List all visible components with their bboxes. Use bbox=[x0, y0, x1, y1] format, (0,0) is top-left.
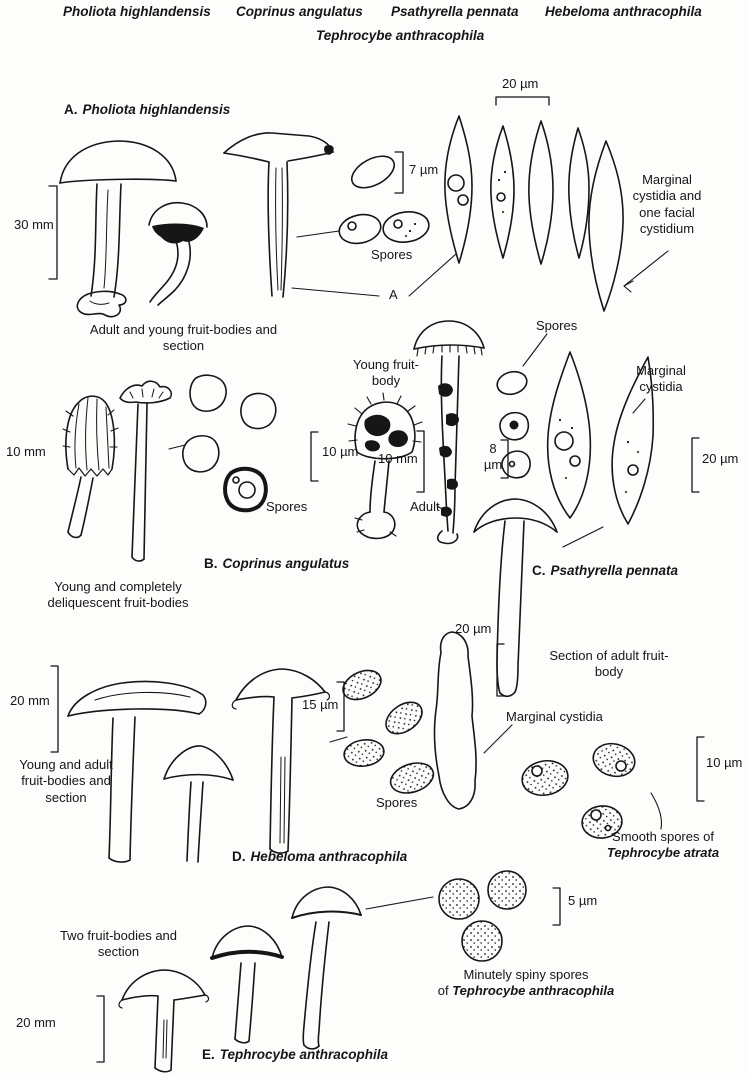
figure-e-species: Tephrocybe anthracophila bbox=[219, 1047, 389, 1062]
figure-e-leader-lines bbox=[365, 896, 434, 910]
scale-label-30mm-a: 30 mm bbox=[14, 217, 54, 232]
figure-d-species: Hebeloma anthracophila bbox=[250, 849, 408, 864]
figure-c-title: C. Psathyrella pennata bbox=[532, 563, 678, 580]
figure-e-spores-caption-line1: Minutely spiny spores bbox=[463, 967, 589, 982]
figure-c-spores-label: Spores bbox=[536, 318, 578, 333]
figure-e-spores-species: Tephrocybe anthracophila bbox=[452, 983, 615, 999]
figure-d-scale-bars bbox=[50, 665, 705, 802]
header-species-coprinus: Coprinus angulatus bbox=[236, 4, 363, 19]
scale-label-20mm-d: 20 mm bbox=[10, 693, 50, 708]
scale-label-20um-a: 20 µm bbox=[502, 76, 539, 91]
scale-label-8um-c: 8 µm bbox=[483, 441, 503, 473]
figure-a-leader-lines bbox=[291, 230, 669, 297]
figure-a-pointer-letter: A bbox=[389, 287, 398, 302]
scale-label-20um-c-right: 20 µm bbox=[702, 451, 739, 466]
figure-a-spores-label: Spores bbox=[371, 247, 413, 262]
figure-d-cystidia-label: Marginal cystidia bbox=[506, 709, 603, 724]
figure-a-scale-bars bbox=[48, 96, 550, 280]
figure-b-spores-label: Spores bbox=[266, 499, 308, 514]
figure-d-atrata-caption-line1: Smooth spores of bbox=[612, 829, 714, 844]
figure-c-section-caption: Section of adult fruit-body bbox=[549, 648, 669, 680]
figure-c-young-fruit-body bbox=[347, 392, 423, 540]
scale-label-10um-b: 10 µm bbox=[322, 444, 359, 459]
figure-e-spores-caption-prefix: of bbox=[437, 983, 449, 999]
figure-d-letter: D. bbox=[232, 849, 246, 864]
header-species-tephrocybe: Tephrocybe anthracophila bbox=[316, 28, 485, 43]
figure-d-leader-lines bbox=[329, 724, 663, 830]
figure-b-deliquescent-fruit-body bbox=[119, 380, 173, 562]
figure-b-young-fruit-body bbox=[62, 395, 119, 539]
figure-c-adult-label: Adult bbox=[410, 499, 440, 514]
header-species-pholiota: Pholiota highlandensis bbox=[63, 4, 211, 19]
figure-a-letter: A. bbox=[64, 102, 78, 117]
scale-label-5um-e: 5 µm bbox=[568, 893, 598, 908]
figure-e-title: E. Tephrocybe anthracophila bbox=[202, 1047, 388, 1064]
scale-label-20mm-e: 20 mm bbox=[16, 1015, 56, 1030]
figure-e-fruit-body-2 bbox=[291, 886, 362, 1050]
figure-e-scale-bars bbox=[96, 887, 561, 1063]
header-species-hebeloma: Hebeloma anthracophila bbox=[545, 4, 702, 19]
figure-d-section-drawing bbox=[231, 668, 331, 854]
figure-d-atrata-spores bbox=[521, 742, 636, 839]
figure-e-section-drawing bbox=[118, 969, 210, 1073]
figure-a-cystidia bbox=[444, 115, 624, 312]
figure-a-caption: Adult and young fruit-bodies and section bbox=[89, 322, 278, 354]
figure-a-section-drawing bbox=[223, 132, 334, 298]
scale-label-15um-d: 15 µm bbox=[302, 697, 339, 712]
figure-a-title: A. Pholiota highlandensis bbox=[64, 102, 230, 119]
figure-b-species: Coprinus angulatus bbox=[222, 556, 350, 571]
figure-c-cystidia-label: Marginal cystidia bbox=[636, 363, 686, 395]
figure-c-cystidia bbox=[546, 351, 655, 525]
figure-b-title: B. Coprinus angulatus bbox=[204, 556, 349, 573]
figure-b-scale-bars bbox=[168, 431, 319, 482]
figure-d-spores bbox=[342, 669, 435, 794]
figure-e-caption: Two fruit-bodies and section bbox=[59, 928, 178, 960]
figure-c-leader-lines bbox=[436, 333, 646, 548]
figure-a-cystidia-note: Marginal cystidia and one facial cystidi… bbox=[632, 172, 702, 236]
figure-e-spores-caption: Minutely spiny spores of Tephrocybe anth… bbox=[396, 967, 656, 1000]
scale-label-10mm-b: 10 mm bbox=[6, 444, 46, 459]
figure-d-atrata-caption: Smooth spores of Tephrocybe atrata bbox=[588, 829, 738, 862]
scale-label-7um-a: 7 µm bbox=[409, 162, 439, 177]
figure-c-species: Psathyrella pennata bbox=[550, 563, 679, 578]
figure-c-letter: C. bbox=[532, 563, 546, 578]
figure-d-spores-label: Spores bbox=[376, 795, 418, 810]
figure-c-spores bbox=[496, 370, 531, 479]
scale-label-10mm-c: 10 mm bbox=[378, 451, 418, 466]
scale-label-20um-c-section: 20 µm bbox=[455, 621, 492, 636]
figure-c-adult-fruit-body bbox=[413, 320, 485, 545]
figure-d-young-fruit-body bbox=[163, 745, 234, 863]
figure-d-title: D. Hebeloma anthracophila bbox=[232, 849, 407, 866]
figure-d-caption: Young and adult fruit-bodies and section bbox=[19, 757, 113, 805]
figure-c-young-label: Young fruit-body bbox=[352, 357, 419, 389]
figure-d-adult-fruit-body bbox=[67, 680, 207, 863]
figure-e-fruit-body-1 bbox=[210, 925, 284, 1044]
figure-a-adult-fruit-body bbox=[59, 140, 177, 318]
figure-a-young-fruit-body bbox=[148, 201, 208, 306]
figure-b-letter: B. bbox=[204, 556, 218, 571]
figure-a-species: Pholiota highlandensis bbox=[82, 102, 231, 117]
figure-d-atrata-species: Tephrocybe atrata bbox=[606, 845, 720, 861]
figure-e-letter: E. bbox=[202, 1047, 215, 1062]
header-species-psathyrella: Psathyrella pennata bbox=[391, 4, 519, 19]
scale-label-10um-d: 10 µm bbox=[706, 755, 743, 770]
figure-c-section-drawing bbox=[473, 498, 558, 698]
figure-d-marginal-cystidium bbox=[433, 631, 477, 810]
figure-c-scale-bars bbox=[416, 430, 700, 697]
figure-a-spores bbox=[338, 155, 430, 245]
figure-b-spores bbox=[182, 374, 277, 513]
figure-e-spores bbox=[438, 870, 527, 962]
figure-b-caption: Young and completely deliquescent fruit-… bbox=[47, 579, 189, 611]
